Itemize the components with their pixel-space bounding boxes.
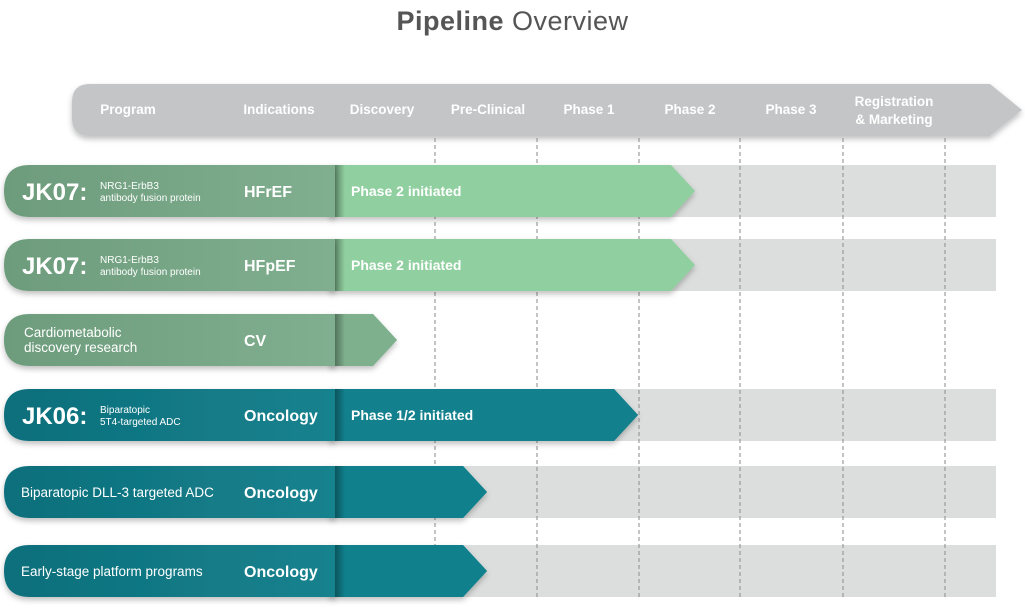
indication-label: CV [244, 333, 267, 350]
program-desc: Biparatopic DLL-3 targeted ADC [21, 485, 214, 500]
program-block [4, 545, 335, 597]
column-shadow [335, 389, 345, 441]
progress-arrow [330, 165, 695, 217]
program-desc: Early-stage platform programs [21, 564, 203, 579]
header-col-indications: Indications [243, 102, 314, 117]
program-block [4, 239, 335, 291]
program-block [4, 314, 335, 366]
header-col-phase-2: Phase 2 [664, 102, 715, 117]
program-desc-line1: NRG1-ErbB3 [100, 255, 159, 266]
program-code: JK07: [22, 253, 87, 280]
column-shadow [335, 545, 345, 597]
column-shadow [335, 466, 345, 518]
indication-label: HFpEF [244, 258, 296, 275]
title-bold: Pipeline [396, 6, 504, 36]
header-col-phase-1: Phase 1 [563, 102, 615, 117]
progress-arrow-fill [335, 545, 487, 597]
program-desc-line2: antibody fusion protein [100, 267, 201, 278]
header-col-registration: Registration [855, 94, 934, 109]
program-block [4, 466, 335, 518]
program-block [4, 165, 335, 217]
progress-arrow [330, 239, 695, 291]
progress-arrow-fill [335, 466, 487, 518]
header-col-phase-3: Phase 3 [765, 102, 817, 117]
progress-arrow-fill [335, 389, 638, 441]
header-col-discovery: Discovery [350, 102, 415, 117]
header-col-pre-clinical: Pre-Clinical [451, 102, 525, 117]
header-banner [72, 84, 1022, 136]
program-desc-line2: 5T4-targeted ADC [100, 417, 181, 428]
indication-label: Oncology [244, 408, 318, 425]
header-col-program: Program [100, 102, 156, 117]
status-label: Phase 1/2 initiated [351, 407, 473, 423]
program-block [4, 389, 335, 441]
indication-label: Oncology [244, 564, 318, 581]
indication-label: Oncology [244, 485, 318, 502]
program-desc-line2: antibody fusion protein [100, 193, 201, 204]
program-code: JK06: [22, 403, 87, 430]
status-label: Phase 2 initiated [351, 257, 461, 273]
header-col-marketing: & Marketing [855, 112, 932, 127]
column-shadow [335, 239, 345, 291]
program-desc-line1: Cardiometabolic [24, 325, 122, 340]
program-desc-line1: NRG1-ErbB3 [100, 181, 159, 192]
indication-label: HFrEF [244, 184, 292, 201]
page-title: Pipeline Overview [0, 6, 1025, 37]
program-desc-line2: discovery research [24, 340, 137, 355]
title-light: Overview [512, 6, 629, 36]
program-desc-line1: Biparatopic [100, 405, 150, 416]
progress-arrow-fill [335, 314, 397, 366]
column-shadow [335, 314, 345, 366]
status-label: Phase 2 initiated [351, 183, 461, 199]
column-shadow [335, 165, 345, 217]
program-code: JK07: [22, 179, 87, 206]
